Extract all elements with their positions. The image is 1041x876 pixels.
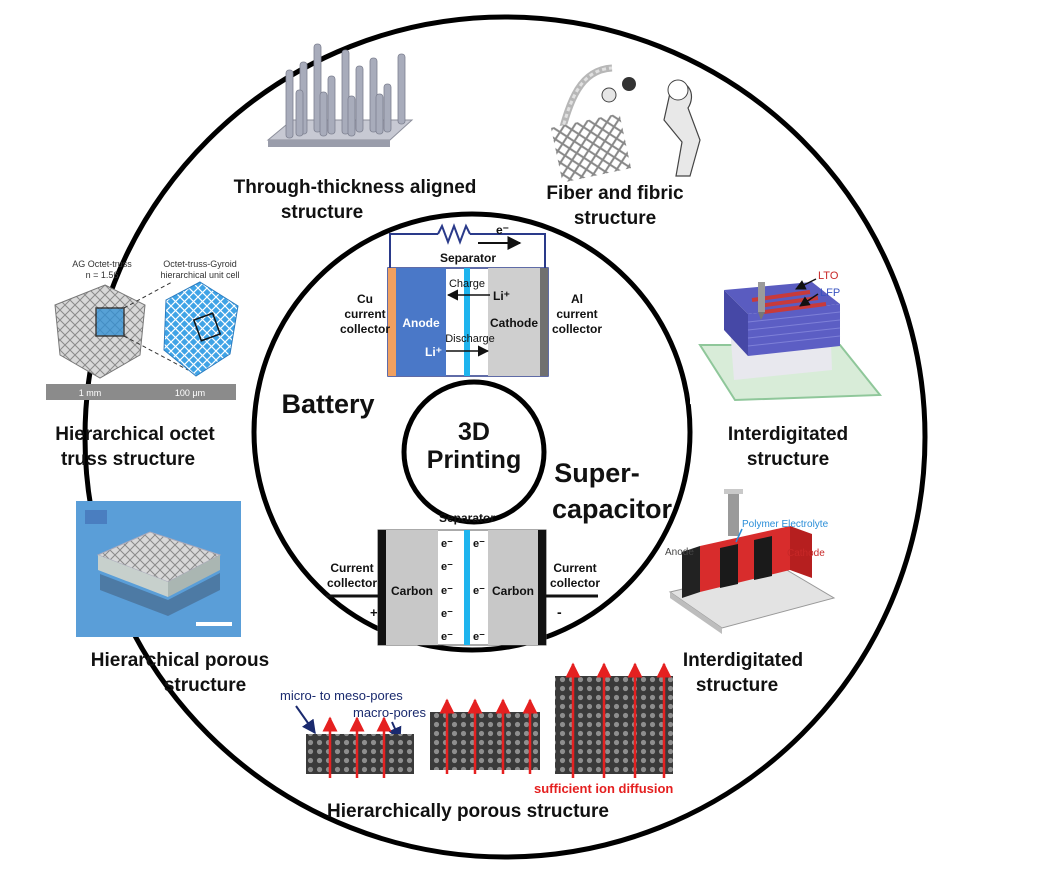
center-title-line2: Printing (427, 446, 521, 474)
sc-left-collector-line2: collector (327, 576, 377, 590)
octet-caption-line2: truss structure (61, 449, 195, 470)
discharge-label: Discharge (445, 333, 495, 345)
fiber-fabric-illustration (550, 64, 701, 183)
anode-label: Anode (402, 316, 440, 330)
al-collector-line3: collector (552, 322, 602, 336)
center-circle (401, 379, 547, 525)
porous-stack-small (306, 734, 414, 774)
interdigitated-bottom-caption-line2: structure (696, 675, 778, 696)
bottom-anode-label: Anode (665, 547, 694, 558)
battery-schematic: e⁻ Separator Anode Cathode Charge Li⁺ Di… (340, 223, 602, 377)
macro-pores-label: macro-pores (353, 705, 426, 720)
sc-e-l5: e⁻ (441, 631, 453, 643)
octet-scale-left: 1 mm (79, 388, 102, 398)
sc-left-carbon-label: Carbon (391, 584, 433, 598)
porous-caption-line2: structure (164, 675, 246, 696)
woven-fabric-icon (550, 113, 632, 183)
porous-stack-medium (430, 712, 540, 770)
interdigitated-top-illustration: LTO LFP (690, 268, 883, 404)
al-collector-line1: Al (571, 292, 583, 306)
porous-block-illustration (76, 501, 241, 637)
cathode-label: Cathode (490, 316, 538, 330)
al-collector-line2: current (556, 307, 597, 321)
interdigitated-top-caption-line2: structure (747, 449, 829, 470)
fiber-caption-line2: structure (574, 208, 656, 229)
sc-left-carbon (386, 530, 438, 645)
interdigitated-bottom-illustration: Polymer Electrolyte Anode Cathode (665, 489, 836, 634)
through-thickness-caption-line2: structure (281, 202, 363, 223)
sc-left-collector-line1: Current (330, 561, 373, 575)
sc-separator-label: Separator (439, 511, 495, 525)
hierarchically-porous-illustration: micro- to meso-pores macro-pores suffici… (280, 662, 673, 796)
plus-terminal-icon (622, 77, 636, 91)
sc-right-carbon-label: Carbon (492, 584, 534, 598)
micro-meso-pores-label: micro- to meso-pores (280, 688, 403, 703)
cu-collector-line1: Cu (357, 292, 373, 306)
minus-terminal-icon (601, 87, 617, 103)
octet-truss-illustration: AG Octet-truss n = 1.56 Octet-truss-Gyro… (46, 259, 240, 400)
cu-collector-bar (388, 268, 396, 376)
porous-scale-bar (196, 622, 232, 626)
sc-e-l4: e⁻ (441, 608, 453, 620)
battery-separator-label: Separator (440, 251, 496, 265)
sc-e-r3: e⁻ (473, 631, 485, 643)
interdigitated-top-caption-line1: Interdigitated (728, 424, 848, 445)
sc-e-r2: e⁻ (473, 585, 485, 597)
through-thickness-caption-line1: Through-thickness aligned (234, 177, 477, 198)
supercapacitor-schematic: Separator Carbon Carbon e⁻ e⁻ e⁻ e⁻ e⁻ e… (326, 511, 600, 646)
sc-plus-sign: + (370, 605, 378, 620)
battery-electron-label: e⁻ (496, 223, 509, 237)
li-ion-label-top: Li⁺ (493, 289, 510, 303)
fiber-caption-line1: Fiber and fibric (546, 183, 684, 204)
lfp-label: LFP (820, 287, 840, 299)
sc-e-l3: e⁻ (441, 585, 453, 597)
cu-collector-line3: collector (340, 322, 390, 336)
cu-collector-line2: current (344, 307, 385, 321)
pillar-array-illustration (266, 43, 414, 147)
interdigitated-bottom-caption-line1: Interdigitated (683, 650, 803, 671)
octet-right-title-line1: Octet-truss-Gyroid (163, 259, 237, 269)
polymer-electrolyte-label: Polymer Electrolyte (742, 519, 829, 530)
sc-minus-sign: - (557, 604, 562, 620)
supercapacitor-title-line1: Super- (554, 458, 640, 488)
bottom-cathode-label: Cathode (787, 548, 825, 559)
center-title-line1: 3D (458, 418, 490, 446)
octet-left-title-line2: n = 1.56 (86, 270, 119, 280)
sc-right-collector-line1: Current (553, 561, 596, 575)
al-collector-bar (540, 268, 548, 376)
battery-title: Battery (281, 389, 374, 419)
hier-porous-caption: Hierarchically porous structure (327, 801, 609, 822)
sc-e-l1: e⁻ (441, 538, 453, 550)
anode-block (396, 268, 446, 376)
octet-scale-bar (46, 384, 236, 400)
charge-label: Charge (449, 278, 485, 290)
supercapacitor-title-line2: capacitor (552, 494, 673, 524)
resistor-icon (437, 223, 471, 245)
sc-left-collector-bar (378, 530, 386, 645)
cathode-block (488, 268, 540, 376)
porous-stack-large (555, 676, 673, 774)
octet-right-title-line2: hierarchical unit cell (160, 270, 239, 280)
lto-label: LTO (818, 270, 839, 282)
sc-right-collector-bar (538, 530, 546, 645)
octet-caption-line1: Hierarchical octet (55, 424, 215, 445)
porous-caption-line1: Hierarchical porous (91, 650, 269, 671)
battery-separator (464, 268, 470, 376)
sc-right-carbon (488, 530, 538, 645)
sc-separator (464, 530, 470, 645)
sc-e-r1: e⁻ (473, 538, 485, 550)
octet-left-title-line1: AG Octet-truss (72, 259, 132, 269)
octet-scale-right: 100 μm (175, 388, 205, 398)
sc-e-l2: e⁻ (441, 561, 453, 573)
sc-right-collector-line2: collector (550, 576, 600, 590)
ion-diffusion-label: sufficient ion diffusion (534, 781, 673, 796)
li-ion-label-bottom: Li⁺ (425, 345, 442, 359)
